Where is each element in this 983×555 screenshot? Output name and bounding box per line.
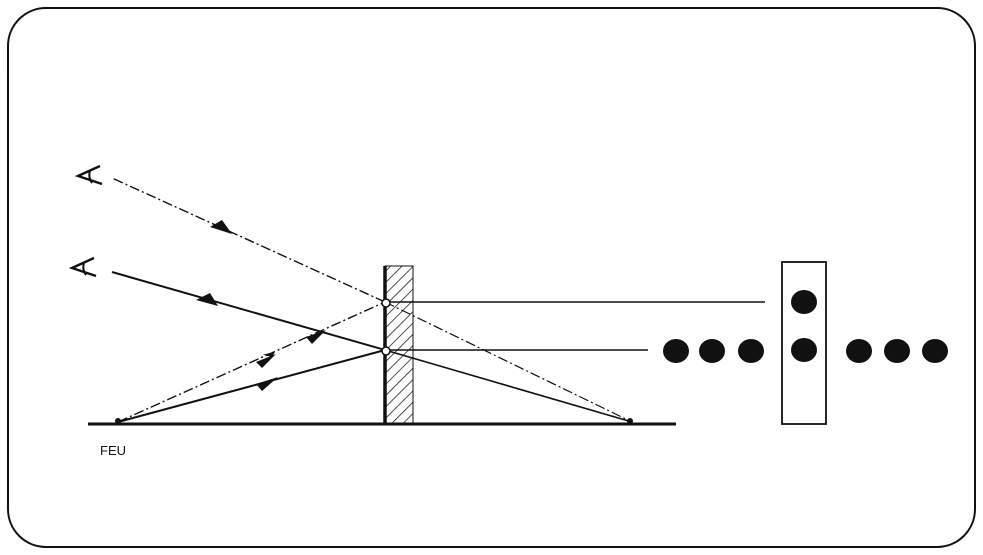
incident-ray-lower — [117, 349, 386, 423]
transmitted-ray-lower — [384, 349, 633, 423]
arrow-incident-lower — [256, 377, 278, 391]
hit-point-lower — [381, 346, 391, 356]
reflected-ray-upper — [111, 177, 386, 303]
row-dot — [699, 339, 725, 363]
hatched-plate — [384, 265, 414, 425]
row-dot — [663, 339, 689, 363]
row-dot — [846, 339, 872, 363]
dot-lower — [791, 338, 817, 362]
row-dot — [922, 339, 948, 363]
incident-ray-upper — [117, 301, 386, 423]
dot-upper — [791, 290, 817, 314]
arrow-reflected-upper — [210, 220, 232, 234]
arrow-reflected-lower — [196, 293, 218, 306]
source-label: FEU — [100, 443, 126, 458]
row-dot — [884, 339, 910, 363]
hit-point-upper — [381, 298, 391, 308]
source-point — [115, 418, 121, 424]
transmitted-ray-upper — [384, 301, 633, 423]
arrow-incident-upper — [262, 351, 275, 358]
row-dot — [738, 339, 764, 363]
ground-hit-point — [627, 418, 633, 424]
outer-frame — [7, 7, 976, 548]
eye-icon — [68, 256, 97, 278]
reflected-ray-lower — [111, 271, 386, 351]
eye-icon — [74, 164, 103, 186]
arrow-incident-lower-2 — [306, 330, 326, 344]
arrow-incident-upper-2 — [256, 354, 276, 368]
